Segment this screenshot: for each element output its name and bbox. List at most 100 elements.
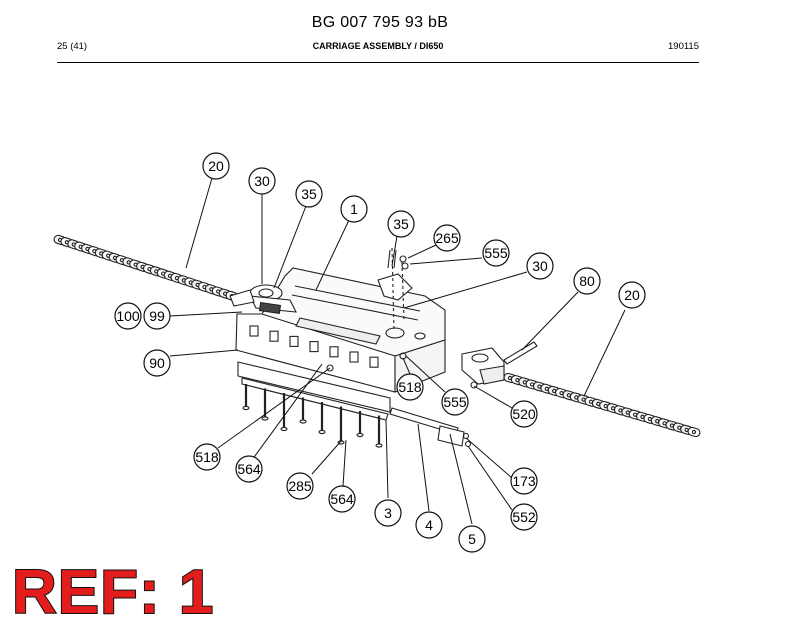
callout-circle [295,180,323,208]
callout-label: 20 [208,158,224,174]
leader-line [385,419,389,499]
header-row: 25 (41) CARRIAGE ASSEMBLY / DI650 190115 [57,41,699,55]
leader-line [405,355,446,393]
right-chain [503,372,701,438]
hanging-pin-end [318,429,326,435]
callout-label: 80 [579,273,595,289]
callout-label: 1 [350,201,358,217]
callout-circle [143,349,171,377]
leader-line [342,439,347,487]
leader-line [315,219,350,291]
callout-100: 100 [114,302,142,330]
leader-line [391,235,398,267]
leader-line [417,423,430,512]
washer-555 [401,262,409,270]
hanging-pin-end [356,432,364,438]
leader-line [169,311,243,317]
face-bolts [249,325,379,368]
chain-link [687,426,701,438]
callout-circle [510,467,538,495]
hanging-pin-end [242,405,250,411]
callout-circle [573,267,601,295]
leader-line [409,257,483,265]
callout-265: 265 [433,224,461,252]
callout-label: 564 [237,461,261,477]
callout-80: 80 [573,267,601,295]
left-chain [53,234,239,302]
callout-label: 5 [468,531,476,547]
leader-line [449,433,473,525]
hanging-pin-end [375,443,383,448]
carriage-rib [291,294,419,321]
callout-label: 555 [443,394,467,410]
leader-lines [169,177,626,525]
right-chain-block-hole [471,353,489,363]
callout-518: 518 [396,373,424,401]
leader-line [311,439,343,475]
callout-label: 564 [330,491,354,507]
washer [464,440,472,448]
callout-circle [482,239,510,267]
leader-line [402,357,411,375]
left-eye-bolt-hole [258,288,274,298]
callout-label: 99 [149,308,165,324]
left-chain-connector [229,289,255,307]
callout-circle [618,281,646,309]
leader-line [403,271,528,309]
face-bolt [309,341,319,353]
callout-circle [143,302,171,330]
callout-30: 30 [248,167,276,195]
callout-20: 20 [618,281,646,309]
nut [462,432,470,440]
callout-label: 518 [398,379,422,395]
callout-518: 518 [193,443,221,471]
callout-circle [510,503,538,531]
leader-line [185,177,213,269]
callout-circle [526,252,554,280]
document-number: BG 007 795 93 bB [311,14,449,31]
callout-3: 3 [374,499,402,527]
callout-label: 100 [116,308,140,324]
callout-35: 35 [295,180,323,208]
callout-circle [193,443,221,471]
date-code: 190115 [668,41,699,52]
callout-circle [328,485,356,513]
face-bolt [349,351,359,363]
leader-line [467,445,513,511]
callout-label: 35 [301,186,317,202]
face-bolt [269,330,279,342]
leader-line [217,367,331,449]
callout-label: 30 [532,258,548,274]
callout-label: 285 [288,478,312,494]
callout-label: 520 [512,406,536,422]
callout-564: 564 [328,485,356,513]
callout-label: 173 [512,473,536,489]
callout-4: 4 [415,511,443,539]
callout-label: 3 [384,505,392,521]
callout-173: 173 [510,467,538,495]
leader-line [465,437,513,479]
carriage-hole [414,332,426,340]
callout-564: 564 [235,455,263,483]
callout-circle [396,373,424,401]
callout-label: 518 [195,449,219,465]
callout-5: 5 [458,525,486,553]
callout-555: 555 [482,239,510,267]
callout-label: 552 [512,509,536,525]
callout-circle [340,195,368,223]
callout-285: 285 [286,472,314,500]
face-bolt [289,335,299,347]
header-rule [57,62,699,63]
threaded-rod [503,341,538,365]
hanging-pin-end [261,416,269,421]
callout-552: 552 [510,503,538,531]
callout-555: 555 [441,388,469,416]
page-number: 25 (41) [57,41,88,52]
callout-20: 20 [202,152,230,180]
section-title: CARRIAGE ASSEMBLY / DI650 [312,41,444,51]
callout-circle [286,472,314,500]
callout-label: 555 [484,245,508,261]
nut-265 [399,255,407,263]
